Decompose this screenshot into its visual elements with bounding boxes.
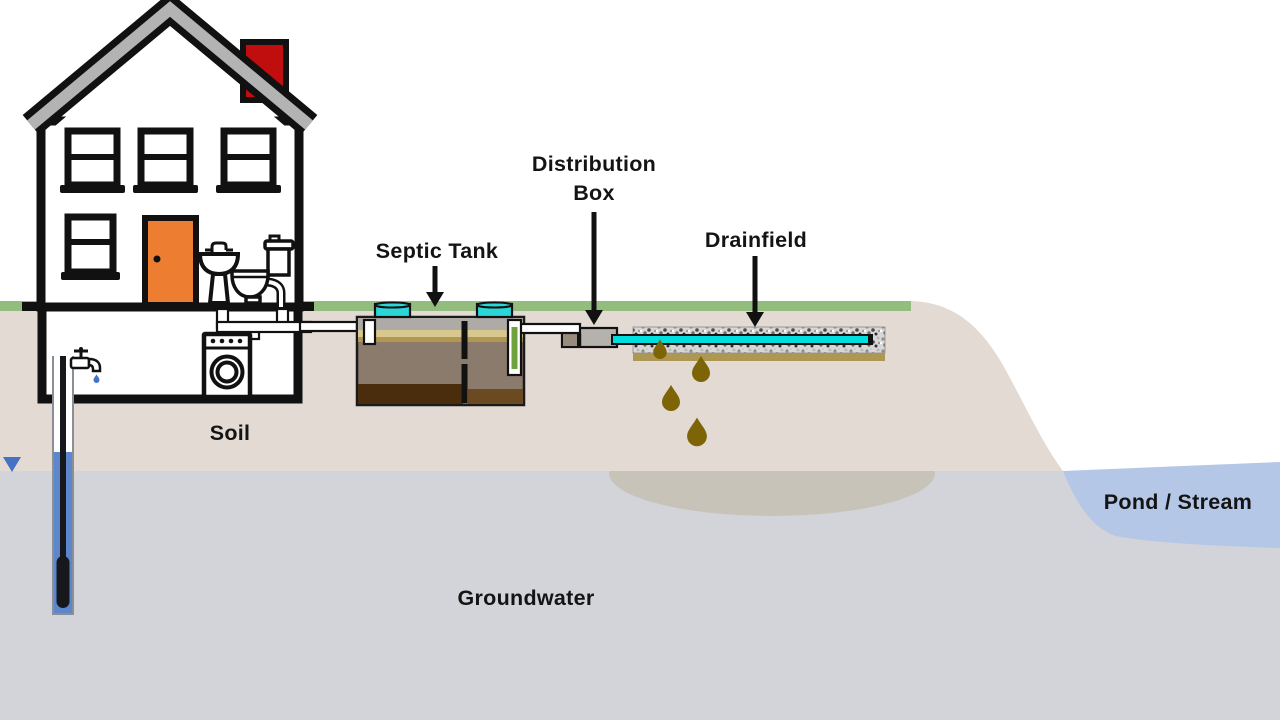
label-septic-tank: Septic Tank [375,239,499,263]
tank-riser-right [475,301,514,319]
faucet-icon [69,347,102,383]
well [52,356,74,615]
window-upper-middle [133,127,198,193]
septic-tank [355,301,526,407]
effluent-drop [662,385,680,411]
roof [22,0,318,135]
groundwater-layer [0,471,1280,720]
sand-underlayer [633,353,885,361]
effluent-drop [653,339,667,359]
drainfield-arrow [746,256,764,327]
window-upper-right [216,127,281,193]
toilet-icon [230,234,295,307]
front-door [142,215,199,308]
label-pond-stream: Pond / Stream [1103,490,1253,514]
house-gable [48,28,292,132]
effluent-drops [653,339,710,447]
door-knob [153,255,161,263]
water-table-marker [3,457,21,472]
sludge-layer [358,384,463,404]
effluent-drop [692,356,710,382]
water-drip [93,374,100,383]
distribution-box-arrow [585,212,603,325]
window-lower-left [61,213,120,280]
tank-outlet-pipe [512,322,582,335]
tank-riser-left [373,301,412,319]
label-groundwater: Groundwater [457,586,595,610]
window-upper-left [60,127,125,193]
septic-tank-arrow [426,266,444,307]
sink-icon [197,241,241,305]
label-distribution-box: Distribution Box [531,152,657,205]
effluent-filter [506,318,523,377]
effluent-drop [687,417,707,447]
drainfield-bed [611,326,886,361]
tank-baffle [461,321,468,359]
scum-layer [358,330,523,337]
label-drainfield: Drainfield [704,228,808,252]
washing-machine-icon [201,331,253,400]
well-pump [56,556,70,608]
tank-inlet-tee [362,318,377,346]
drainfield-pipe [611,334,872,345]
label-soil: Soil [209,421,251,445]
grass-layer [0,301,911,311]
pond-stream-water [1063,462,1280,548]
contaminant-plume [609,471,935,516]
